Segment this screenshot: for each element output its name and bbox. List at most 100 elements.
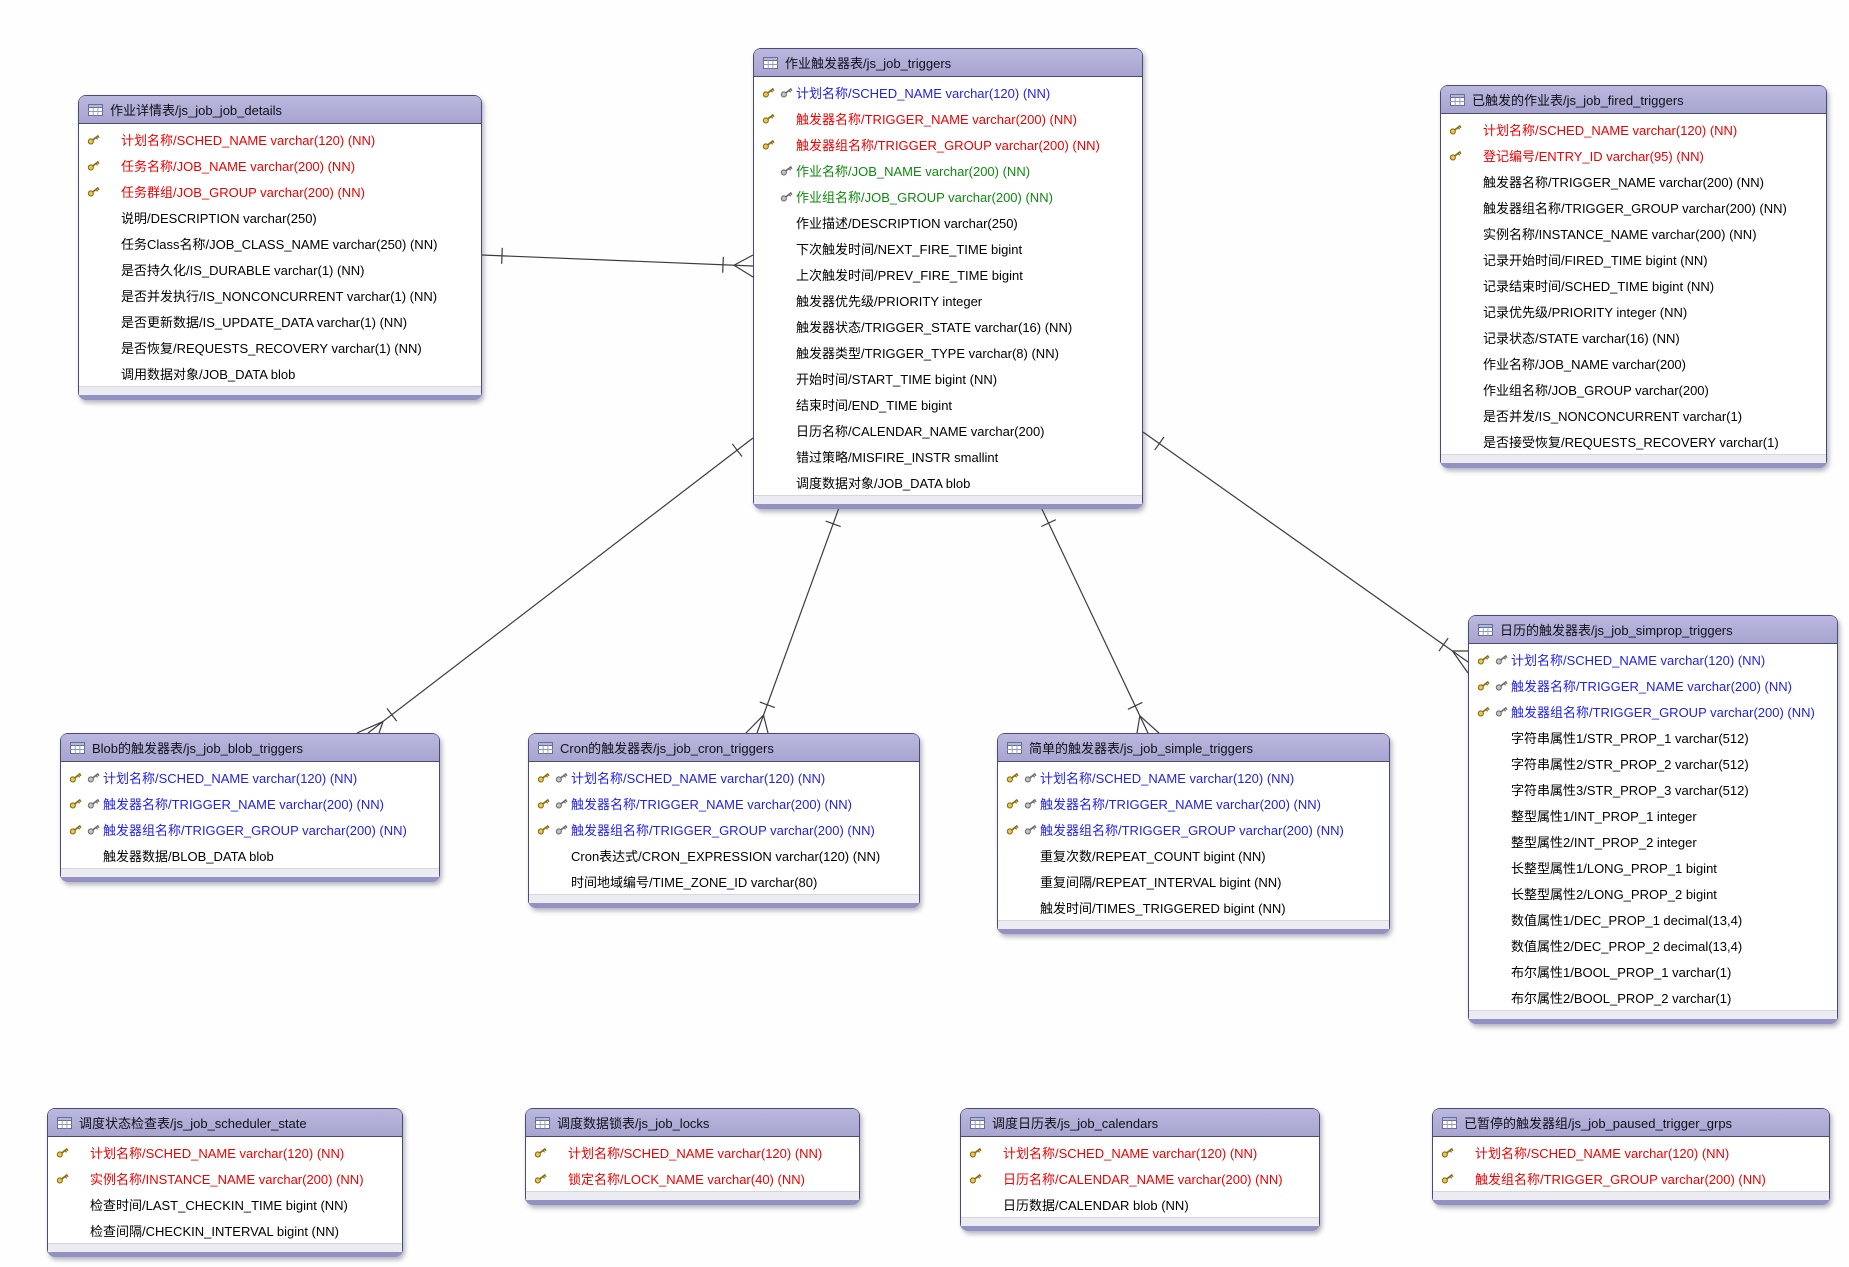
field-row[interactable]: 计划名称/SCHED_NAME varchar(120) (NN) — [1469, 646, 1837, 672]
field-row[interactable]: 是否更新数据/IS_UPDATE_DATA varchar(1) (NN) — [79, 308, 481, 334]
relationship-js_job_triggers-js_job_simple_triggers[interactable] — [1039, 504, 1160, 734]
field-row[interactable]: 触发器名称/TRIGGER_NAME varchar(200) (NN) — [529, 790, 919, 816]
field-row[interactable]: 记录状态/STATE varchar(16) (NN) — [1441, 324, 1826, 350]
table-header[interactable]: 调度数据锁表/js_job_locks — [526, 1109, 859, 1137]
field-row[interactable]: 调度数据对象/JOB_DATA blob — [754, 469, 1142, 495]
field-row[interactable]: 触发器组名称/TRIGGER_GROUP varchar(200) (NN) — [1469, 698, 1837, 724]
field-row[interactable]: 整型属性2/INT_PROP_2 integer — [1469, 828, 1837, 854]
relationship-js_job_triggers-js_job_blob_triggers[interactable] — [356, 437, 754, 734]
field-row[interactable]: 检查间隔/CHECKIN_INTERVAL bigint (NN) — [48, 1217, 402, 1243]
relationship-js_job_triggers-js_job_simprop_triggers[interactable] — [1142, 431, 1469, 674]
field-row[interactable]: 计划名称/SCHED_NAME varchar(120) (NN) — [526, 1139, 859, 1165]
field-row[interactable]: 字符串属性1/STR_PROP_1 varchar(512) — [1469, 724, 1837, 750]
field-row[interactable]: 字符串属性2/STR_PROP_2 varchar(512) — [1469, 750, 1837, 776]
field-row[interactable]: 计划名称/SCHED_NAME varchar(120) (NN) — [529, 764, 919, 790]
field-row[interactable]: 数值属性2/DEC_PROP_2 decimal(13,4) — [1469, 932, 1837, 958]
field-row[interactable]: 登记编号/ENTRY_ID varchar(95) (NN) — [1441, 142, 1826, 168]
relationship-js_job_job_details-js_job_triggers[interactable] — [481, 247, 754, 278]
field-row[interactable]: 作业组名称/JOB_GROUP varchar(200) — [1441, 376, 1826, 402]
field-row[interactable]: 计划名称/SCHED_NAME varchar(120) (NN) — [961, 1139, 1319, 1165]
field-row[interactable]: 字符串属性3/STR_PROP_3 varchar(512) — [1469, 776, 1837, 802]
field-row[interactable]: 记录开始时间/FIRED_TIME bigint (NN) — [1441, 246, 1826, 272]
field-row[interactable]: 长整型属性1/LONG_PROP_1 bigint — [1469, 854, 1837, 880]
field-row[interactable]: 作业组名称/JOB_GROUP varchar(200) (NN) — [754, 183, 1142, 209]
field-row[interactable]: 实例名称/INSTANCE_NAME varchar(200) (NN) — [1441, 220, 1826, 246]
table-header[interactable]: Cron的触发器表/js_job_cron_triggers — [529, 734, 919, 762]
field-row[interactable]: 触发器名称/TRIGGER_NAME varchar(200) (NN) — [61, 790, 439, 816]
field-row[interactable]: 是否恢复/REQUESTS_RECOVERY varchar(1) (NN) — [79, 334, 481, 360]
field-row[interactable]: 是否持久化/IS_DURABLE varchar(1) (NN) — [79, 256, 481, 282]
field-row[interactable]: 触发器优先级/PRIORITY integer — [754, 287, 1142, 313]
field-row[interactable]: 是否接受恢复/REQUESTS_RECOVERY varchar(1) — [1441, 428, 1826, 454]
field-row[interactable]: 触发器组名称/TRIGGER_GROUP varchar(200) (NN) — [998, 816, 1389, 842]
field-row[interactable]: 是否并发执行/IS_NONCONCURRENT varchar(1) (NN) — [79, 282, 481, 308]
field-row[interactable]: 计划名称/SCHED_NAME varchar(120) (NN) — [1433, 1139, 1829, 1165]
field-row[interactable]: 调用数据对象/JOB_DATA blob — [79, 360, 481, 386]
field-row[interactable]: 开始时间/START_TIME bigint (NN) — [754, 365, 1142, 391]
field-row[interactable]: 时间地域编号/TIME_ZONE_ID varchar(80) — [529, 868, 919, 894]
field-row[interactable]: 数值属性1/DEC_PROP_1 decimal(13,4) — [1469, 906, 1837, 932]
field-row[interactable]: 任务名称/JOB_NAME varchar(200) (NN) — [79, 152, 481, 178]
field-row[interactable]: 日历名称/CALENDAR_NAME varchar(200) — [754, 417, 1142, 443]
field-row[interactable]: 作业名称/JOB_NAME varchar(200) — [1441, 350, 1826, 376]
field-row[interactable]: 下次触发时间/NEXT_FIRE_TIME bigint — [754, 235, 1142, 261]
table-header[interactable]: 调度状态检查表/js_job_scheduler_state — [48, 1109, 402, 1137]
field-row[interactable]: 长整型属性2/LONG_PROP_2 bigint — [1469, 880, 1837, 906]
field-row[interactable]: 作业名称/JOB_NAME varchar(200) (NN) — [754, 157, 1142, 183]
field-row[interactable]: Cron表达式/CRON_EXPRESSION varchar(120) (NN… — [529, 842, 919, 868]
field-row[interactable]: 重复次数/REPEAT_COUNT bigint (NN) — [998, 842, 1389, 868]
field-row[interactable]: 实例名称/INSTANCE_NAME varchar(200) (NN) — [48, 1165, 402, 1191]
relationship-js_job_triggers-js_job_cron_triggers[interactable] — [745, 504, 841, 734]
table-header[interactable]: 日历的触发器表/js_job_simprop_triggers — [1469, 616, 1837, 644]
field-row[interactable]: 触发器组名称/TRIGGER_GROUP varchar(200) (NN) — [754, 131, 1142, 157]
field-row[interactable]: 锁定名称/LOCK_NAME varchar(40) (NN) — [526, 1165, 859, 1191]
field-row[interactable]: 任务Class名称/JOB_CLASS_NAME varchar(250) (N… — [79, 230, 481, 256]
field-row[interactable]: 触发器组名称/TRIGGER_GROUP varchar(200) (NN) — [61, 816, 439, 842]
field-row[interactable]: 触发器名称/TRIGGER_NAME varchar(200) (NN) — [1469, 672, 1837, 698]
field-row[interactable]: 触发器名称/TRIGGER_NAME varchar(200) (NN) — [754, 105, 1142, 131]
field-row[interactable]: 检查时间/LAST_CHECKIN_TIME bigint (NN) — [48, 1191, 402, 1217]
field-row[interactable]: 触发器组名称/TRIGGER_GROUP varchar(200) (NN) — [529, 816, 919, 842]
field-row[interactable]: 是否并发/IS_NONCONCURRENT varchar(1) — [1441, 402, 1826, 428]
field-row[interactable]: 触发器状态/TRIGGER_STATE varchar(16) (NN) — [754, 313, 1142, 339]
field-row[interactable]: 布尔属性2/BOOL_PROP_2 varchar(1) — [1469, 984, 1837, 1010]
table-header[interactable]: Blob的触发器表/js_job_blob_triggers — [61, 734, 439, 762]
table-header[interactable]: 简单的触发器表/js_job_simple_triggers — [998, 734, 1389, 762]
field-row[interactable]: 触发器组名称/TRIGGER_GROUP varchar(200) (NN) — [1441, 194, 1826, 220]
field-row[interactable]: 计划名称/SCHED_NAME varchar(120) (NN) — [1441, 116, 1826, 142]
field-row[interactable]: 作业描述/DESCRIPTION varchar(250) — [754, 209, 1142, 235]
table-header[interactable]: 已暂停的触发器组/js_job_paused_trigger_grps — [1433, 1109, 1829, 1137]
field-row[interactable]: 日历名称/CALENDAR_NAME varchar(200) (NN) — [961, 1165, 1319, 1191]
field-row[interactable]: 计划名称/SCHED_NAME varchar(120) (NN) — [998, 764, 1389, 790]
field-row[interactable]: 上次触发时间/PREV_FIRE_TIME bigint — [754, 261, 1142, 287]
field-row[interactable]: 布尔属性1/BOOL_PROP_1 varchar(1) — [1469, 958, 1837, 984]
field-row[interactable]: 触发时间/TIMES_TRIGGERED bigint (NN) — [998, 894, 1389, 920]
field-row[interactable]: 任务群组/JOB_GROUP varchar(200) (NN) — [79, 178, 481, 204]
field-row[interactable]: 日历数据/CALENDAR blob (NN) — [961, 1191, 1319, 1217]
field-row[interactable]: 计划名称/SCHED_NAME varchar(120) (NN) — [754, 79, 1142, 105]
field-row[interactable]: 重复间隔/REPEAT_INTERVAL bigint (NN) — [998, 868, 1389, 894]
table-header[interactable]: 调度日历表/js_job_calendars — [961, 1109, 1319, 1137]
table-header[interactable]: 作业详情表/js_job_job_details — [79, 96, 481, 124]
field-row[interactable]: 触发组名称/TRIGGER_GROUP varchar(200) (NN) — [1433, 1165, 1829, 1191]
field-row[interactable]: 触发器类型/TRIGGER_TYPE varchar(8) (NN) — [754, 339, 1142, 365]
field-row[interactable]: 触发器名称/TRIGGER_NAME varchar(200) (NN) — [998, 790, 1389, 816]
field-row[interactable]: 整型属性1/INT_PROP_1 integer — [1469, 802, 1837, 828]
field-row[interactable]: 触发器数据/BLOB_DATA blob — [61, 842, 439, 868]
field-row[interactable]: 说明/DESCRIPTION varchar(250) — [79, 204, 481, 230]
field-row[interactable]: 结束时间/END_TIME bigint — [754, 391, 1142, 417]
field-row[interactable]: 计划名称/SCHED_NAME varchar(120) (NN) — [61, 764, 439, 790]
table-header[interactable]: 已触发的作业表/js_job_fired_triggers — [1441, 86, 1826, 114]
